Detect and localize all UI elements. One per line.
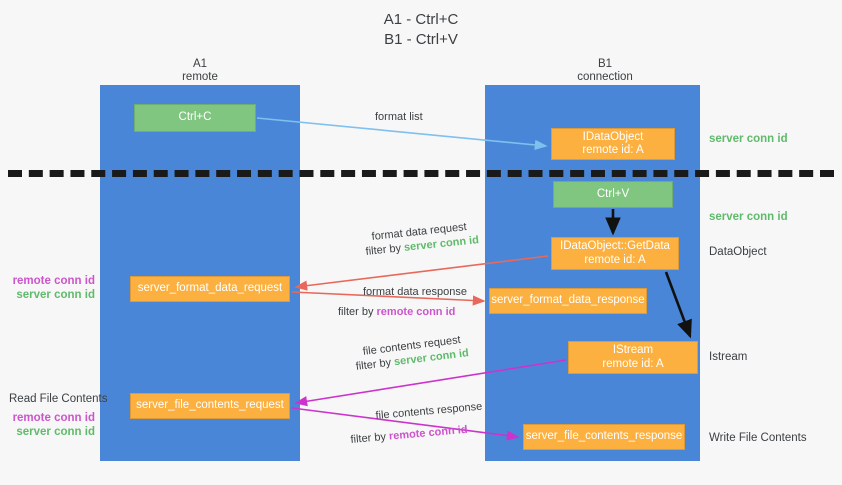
filter-prefix: filter by xyxy=(350,430,390,446)
box-ctrl-v[interactable]: Ctrl+V xyxy=(553,181,673,208)
box-istream[interactable]: IStream remote id: A xyxy=(568,341,698,374)
box-server-format-data-response-label: server_format_data_response xyxy=(491,294,645,307)
flow-label-file-contents-response-filter: filter by remote conn id xyxy=(350,423,468,448)
box-istream-line1: IStream xyxy=(612,344,654,356)
note-server-conn-id-mid: server conn id xyxy=(709,211,788,223)
box-ctrl-c[interactable]: Ctrl+C xyxy=(134,104,256,132)
note-conn-ids-upper: remote conn id server conn id xyxy=(9,274,95,302)
box-idataobject[interactable]: IDataObject remote id: A xyxy=(551,128,675,160)
box-server-format-data-request-label: server_format_data_request xyxy=(137,282,283,295)
title-line-1: A1 - Ctrl+C xyxy=(383,11,459,28)
filter-prefix: filter by xyxy=(355,356,395,373)
column-b1-subtitle: connection xyxy=(577,71,633,83)
note-server-conn-id-top: server conn id xyxy=(709,133,788,145)
box-ctrl-c-label: Ctrl+C xyxy=(178,111,212,124)
note-remote-conn-id-1: remote conn id xyxy=(12,275,95,287)
note-dataobject: DataObject xyxy=(709,246,767,258)
note-write-file-contents: Write File Contents xyxy=(709,432,807,444)
note-conn-ids-lower: remote conn id server conn id xyxy=(9,411,95,439)
box-server-file-contents-request[interactable]: server_file_contents_request xyxy=(130,393,290,419)
flow-label-format-data-response: format data response xyxy=(363,286,467,298)
note-server-conn-id-2: server conn id xyxy=(16,426,95,438)
note-server-conn-id-1: server conn id xyxy=(16,289,95,301)
filter-key-remote-conn-id: remote conn id xyxy=(376,306,456,318)
box-server-file-contents-request-label: server_file_contents_request xyxy=(136,399,284,412)
box-server-format-data-response[interactable]: server_format_data_response xyxy=(489,288,647,314)
box-getdata-line1: IDataObject::GetData xyxy=(560,240,670,252)
column-b1-name: B1 xyxy=(597,58,613,70)
flow-label-format-data-response-filter: filter by remote conn id xyxy=(338,305,455,320)
page-title: A1 - Ctrl+C B1 - Ctrl+V xyxy=(0,10,842,50)
note-read-file-contents: Read File Contents xyxy=(9,393,108,405)
box-idataobject-getdata[interactable]: IDataObject::GetData remote id: A xyxy=(551,237,679,270)
box-server-file-contents-response-label: server_file_contents_response xyxy=(525,430,683,443)
box-getdata-line2: remote id: A xyxy=(584,253,646,266)
box-server-file-contents-response[interactable]: server_file_contents_response xyxy=(523,424,685,450)
box-idataobject-line1: IDataObject xyxy=(582,130,644,143)
box-server-format-data-request[interactable]: server_format_data_request xyxy=(130,276,290,302)
box-istream-line2: remote id: A xyxy=(602,357,664,370)
note-remote-conn-id-2: remote conn id xyxy=(12,412,95,424)
title-line-2: B1 - Ctrl+V xyxy=(384,31,458,48)
column-a1-name: A1 xyxy=(192,58,208,70)
box-idataobject-line2: remote id: A xyxy=(582,144,644,156)
column-header-b1: B1 connection xyxy=(540,58,670,84)
box-ctrl-v-label: Ctrl+V xyxy=(596,187,630,200)
filter-key-remote-conn-id: remote conn id xyxy=(388,423,469,443)
filter-prefix: filter by xyxy=(365,241,405,258)
phase-divider xyxy=(8,170,834,177)
column-a1-subtitle: remote xyxy=(182,71,218,83)
flow-label-file-contents-response: file contents response xyxy=(375,400,483,422)
column-header-a1: A1 remote xyxy=(140,58,260,84)
flow-label-format-list: format list xyxy=(375,111,423,123)
note-istream: Istream xyxy=(709,351,748,363)
filter-prefix: filter by xyxy=(338,306,377,318)
